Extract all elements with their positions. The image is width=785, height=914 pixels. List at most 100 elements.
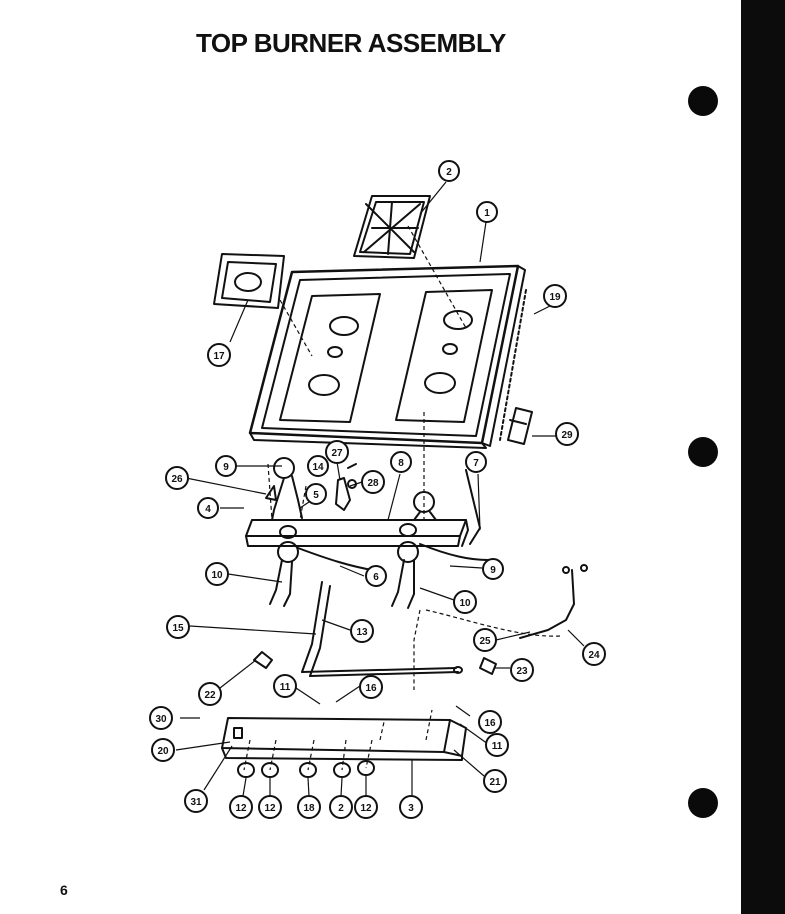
svg-text:10: 10 — [211, 570, 223, 581]
svg-text:1: 1 — [484, 208, 490, 219]
side-trim — [499, 289, 527, 441]
binder-hole-top — [688, 86, 718, 116]
svg-text:3: 3 — [408, 803, 414, 814]
callout-23-spark-module: 23 — [510, 658, 534, 682]
svg-text:20: 20 — [157, 746, 169, 757]
svg-text:5: 5 — [313, 490, 319, 501]
svg-text:2: 2 — [338, 803, 344, 814]
igniter-wire — [519, 569, 575, 639]
callout-8-burner-box: 8 — [390, 451, 412, 473]
svg-text:21: 21 — [489, 777, 501, 788]
callout-12-a: 12 — [229, 795, 253, 819]
spark-part-26 — [265, 485, 277, 501]
callout-11-lower: 11 — [485, 733, 509, 757]
callout-25: 25 — [473, 628, 497, 652]
svg-text:23: 23 — [516, 666, 528, 677]
callout-5: 5 — [305, 483, 327, 505]
callout-9-lower: 9 — [482, 558, 504, 580]
manifold-tube — [301, 581, 463, 677]
svg-text:16: 16 — [365, 683, 377, 694]
callout-14: 14 — [307, 455, 329, 477]
svg-text:19: 19 — [549, 292, 561, 303]
svg-text:26: 26 — [171, 474, 183, 485]
binder-hole-bottom — [688, 788, 718, 818]
page-title: TOP BURNER ASSEMBLY — [196, 28, 506, 58]
svg-text:11: 11 — [280, 682, 291, 693]
callout-16-upper: 16 — [359, 675, 383, 699]
svg-text:12: 12 — [235, 803, 247, 814]
svg-text:4: 4 — [205, 504, 211, 515]
svg-text:15: 15 — [172, 623, 184, 634]
callout-11-upper: 11 — [273, 674, 297, 698]
igniter-terminal-b — [580, 564, 588, 572]
svg-text:22: 22 — [204, 690, 216, 701]
callout-12-c: 12 — [354, 795, 378, 819]
callout-17-drip-pan: 17 — [207, 343, 231, 367]
callout-26: 26 — [165, 466, 189, 490]
igniter-terminal-a — [562, 566, 570, 574]
svg-text:8: 8 — [398, 458, 404, 469]
svg-text:30: 30 — [155, 714, 167, 725]
callout-6-tube: 6 — [365, 565, 387, 587]
svg-text:27: 27 — [331, 448, 343, 459]
tube-6 — [297, 547, 373, 571]
svg-text:18: 18 — [303, 803, 315, 814]
drip-pan — [213, 253, 285, 309]
tube-9 — [419, 543, 489, 561]
svg-text:2: 2 — [446, 167, 452, 178]
svg-text:29: 29 — [561, 430, 573, 441]
svg-text:25: 25 — [479, 636, 491, 647]
callout-24-igniter: 24 — [582, 642, 606, 666]
knob-row — [237, 760, 375, 778]
callout-7-tube: 7 — [465, 451, 487, 473]
cooktop-panel — [248, 264, 526, 449]
spark-module — [479, 657, 497, 675]
svg-text:6: 6 — [373, 572, 379, 583]
callout-4: 4 — [197, 497, 219, 519]
svg-text:10: 10 — [459, 598, 471, 609]
clip-22 — [253, 651, 273, 669]
svg-text:16: 16 — [484, 718, 496, 729]
svg-text:17: 17 — [213, 351, 225, 362]
svg-text:12: 12 — [264, 803, 276, 814]
callout-21: 21 — [483, 769, 507, 793]
callout-29-bracket: 29 — [555, 422, 579, 446]
callout-10-right: 10 — [453, 590, 477, 614]
callout-9-upper: 9 — [215, 455, 237, 477]
binder-edge-bar — [741, 0, 785, 914]
svg-text:24: 24 — [588, 650, 600, 661]
callout-18: 18 — [297, 795, 321, 819]
callout-16-lower: 16 — [478, 710, 502, 734]
page-number: 6 — [60, 882, 68, 898]
callout-27: 27 — [325, 440, 349, 464]
burner-left-upper — [271, 457, 303, 521]
valve-assembly — [335, 463, 357, 511]
svg-text:11: 11 — [492, 741, 503, 752]
callout-1-cooktop: 1 — [476, 201, 498, 223]
callout-2-knob: 2 — [329, 795, 353, 819]
svg-text:9: 9 — [223, 462, 229, 473]
callout-28: 28 — [361, 470, 385, 494]
callout-3-manifold: 3 — [399, 795, 423, 819]
svg-text:28: 28 — [367, 478, 379, 489]
bracket-29 — [507, 407, 533, 445]
callout-19-trim: 19 — [543, 284, 567, 308]
callout-31: 31 — [184, 789, 208, 813]
svg-text:31: 31 — [190, 797, 202, 808]
svg-text:14: 14 — [312, 462, 324, 473]
callout-13: 13 — [350, 619, 374, 643]
callout-15-manifold-tube: 15 — [166, 615, 190, 639]
burner-right-upper — [413, 491, 437, 521]
svg-text:7: 7 — [473, 458, 479, 469]
svg-text:9: 9 — [490, 565, 496, 576]
callout-22-clip: 22 — [198, 682, 222, 706]
callout-10-left: 10 — [205, 562, 229, 586]
callout-20: 20 — [151, 738, 175, 762]
svg-text:12: 12 — [360, 803, 372, 814]
burner-left-lower — [269, 541, 299, 607]
burner-grate — [353, 195, 431, 259]
callout-30: 30 — [149, 706, 173, 730]
burner-box — [245, 519, 469, 547]
callout-12-b: 12 — [258, 795, 282, 819]
